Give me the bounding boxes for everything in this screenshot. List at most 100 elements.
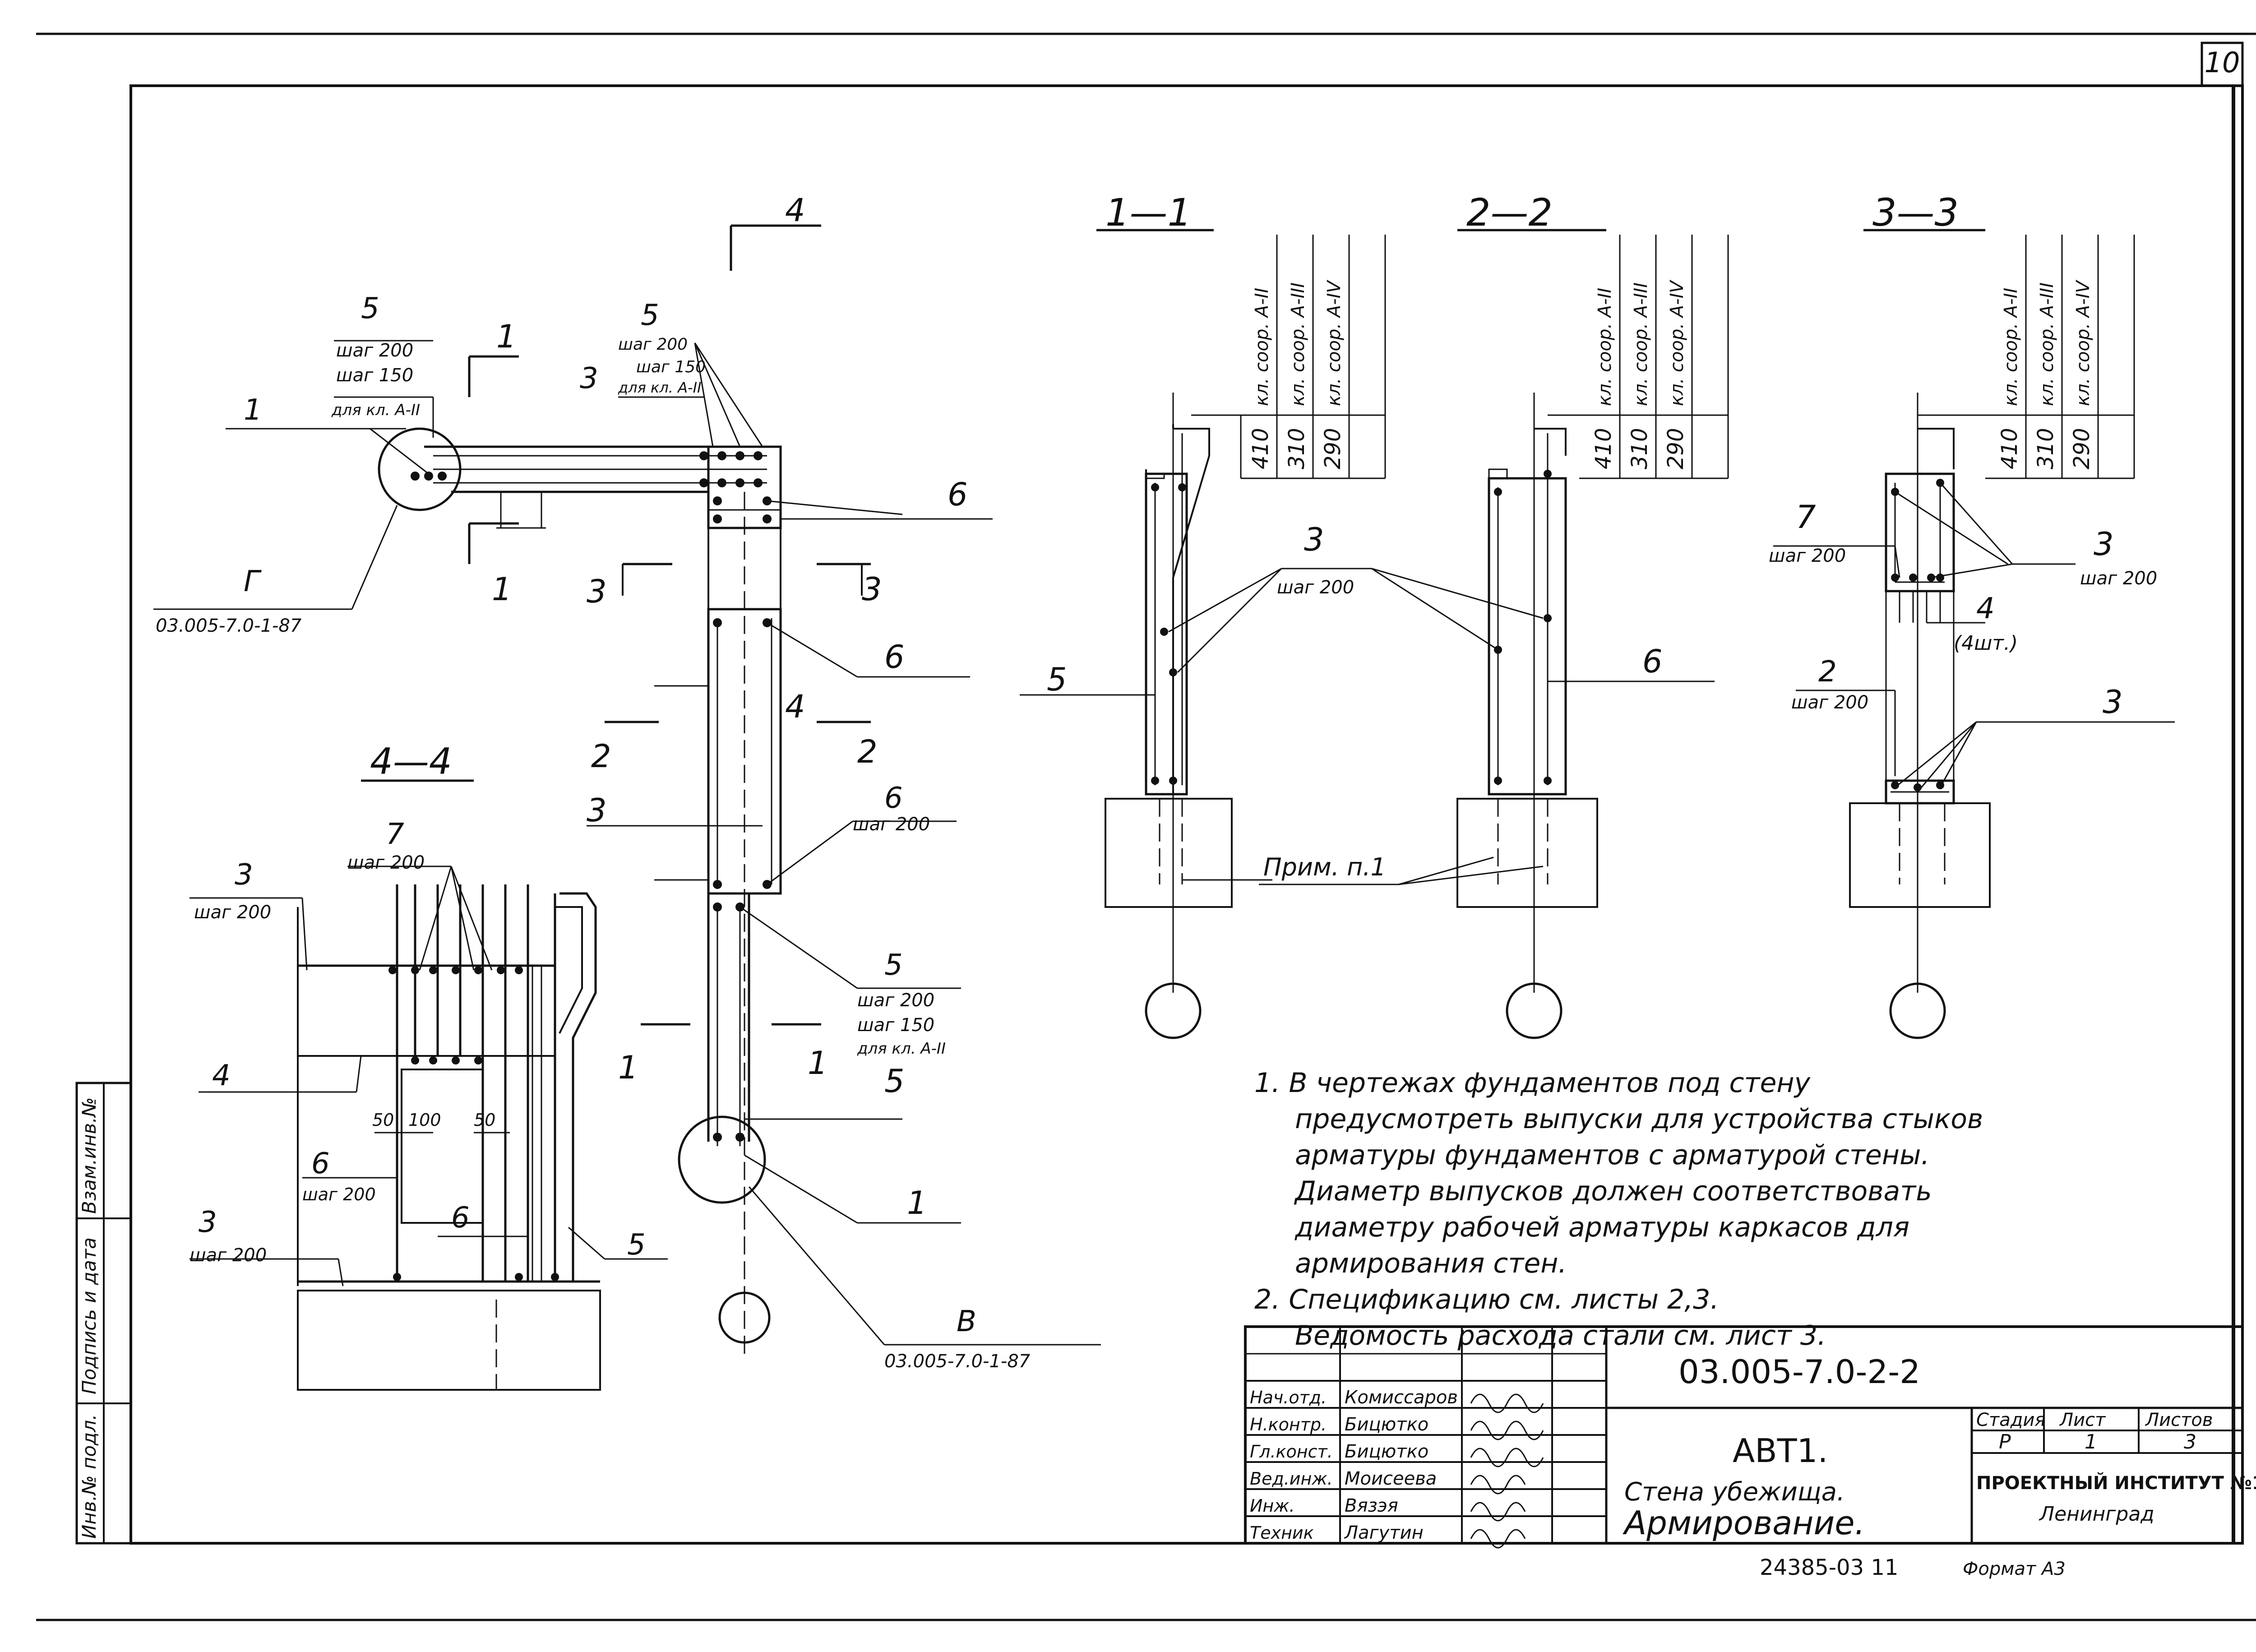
side-stamp: Инв.№ подл. Подпись и дата Взам.инв.№ — [75, 1082, 132, 1545]
s11-dim-290: 290 — [1320, 428, 1345, 469]
cut-2-right: 2 — [857, 733, 878, 770]
sheet-number-box — [2201, 42, 2244, 87]
s33-dim-290: 290 — [2069, 428, 2094, 469]
drawing-frame — [129, 84, 2244, 1545]
prim-leaders — [1259, 856, 1544, 885]
s11-label-3: 3 — [1304, 521, 1324, 558]
tb-sheets-h: Листов — [2145, 1410, 2213, 1430]
s33-col-a3: кл. соор. А-III — [2037, 282, 2057, 406]
note-line-3: арматуры фундаментов с арматурой стены. — [1295, 1139, 1929, 1171]
plan-label-3: 3 — [580, 362, 598, 395]
tb-role-3: Гл.конст. — [1250, 1442, 1333, 1462]
plan-step-150b: шаг 150 — [636, 358, 706, 376]
plan-label-5d: 5 — [884, 1063, 905, 1100]
header-table-2 — [1548, 235, 1729, 479]
plan-class-d: для кл. А-II — [857, 1040, 946, 1058]
s33-label-3b: 3 — [2103, 684, 2123, 721]
plan-step-200d: шаг 200 — [857, 990, 934, 1011]
s33-col-a4: кл. соор. А-IV — [2073, 279, 2094, 406]
tb-name-5: Вязэя — [1345, 1495, 1398, 1516]
s11-col-a2: кл. соор. А-II — [1252, 288, 1272, 406]
s33-label-7: 7 — [1796, 499, 1816, 536]
s11-dim-310: 310 — [1284, 428, 1309, 469]
s33-qty-4: (4шт.) — [1954, 632, 2018, 655]
s22-col-a4: кл. соор. А-IV — [1667, 279, 1687, 406]
cut-3-right: 3 — [862, 571, 882, 608]
s44-label-5: 5 — [627, 1228, 646, 1262]
s33-step-3a: шаг 200 — [2080, 568, 2157, 589]
tb-name-1: Комиссаров — [1345, 1387, 1458, 1408]
tb-sheet: 1 — [2085, 1430, 2097, 1453]
note-line-4: Диаметр выпусков должен соответствовать — [1294, 1175, 1932, 1207]
section-2-2-title: 2—2 — [1466, 190, 1553, 235]
s33-step-2: шаг 200 — [1791, 692, 1868, 713]
s11-step-3: шаг 200 — [1277, 577, 1354, 598]
s11-label-5: 5 — [1047, 661, 1067, 698]
section-1-1 — [1020, 229, 1272, 1039]
s44-step-3a: шаг 200 — [194, 902, 271, 923]
s44-label-4: 4 — [212, 1059, 231, 1092]
note-line-7: 2. Спецификацию см. листы 2,3. — [1254, 1284, 1719, 1315]
plan-label-5b: 5 — [641, 299, 659, 332]
plan-step-150d: шаг 150 — [857, 1015, 934, 1036]
plan-label-v: В — [957, 1305, 976, 1338]
plan-label-6a: 6 — [948, 476, 968, 513]
header-table-3 — [1918, 235, 2135, 479]
note-line-8: Ведомость расхода стали см. лист 3. — [1295, 1320, 1826, 1351]
plan-label-6c: 6 — [884, 782, 903, 815]
cut-4-mid: 4 — [785, 688, 805, 725]
plan-label-5c: 5 — [884, 949, 903, 982]
s33-label-3a: 3 — [2094, 526, 2114, 563]
plan-label-5a: 5 — [361, 292, 379, 325]
plan-ref-v: 03.005-7.0-1-87 — [884, 1351, 1031, 1372]
notes-block: 1. В чертежах фундаментов под стену пред… — [1254, 1067, 1983, 1351]
cut-2-left: 2 — [591, 738, 611, 775]
tb-inventory: 24385-03 11 — [1760, 1555, 1898, 1580]
tb-stage-h: Стадия — [1976, 1410, 2045, 1430]
plan-ref-g: 03.005-7.0-1-87 — [156, 615, 302, 636]
tb-name-4: Моисеева — [1345, 1468, 1437, 1489]
tb-subtitle-1: Стена убежища. — [1624, 1477, 1845, 1507]
stamp-inv: Инв.№ подл. — [78, 1414, 100, 1539]
cut-3-left: 3 — [587, 573, 607, 610]
tb-subtitle-2: Армирование. — [1623, 1504, 1865, 1542]
note-line-5: диаметру рабочей арматуры каркасов для — [1294, 1212, 1909, 1243]
stamp-sign: Подпись и дата — [78, 1237, 100, 1394]
plan-label-6b: 6 — [884, 639, 905, 676]
tb-code: 03.005-7.0-2-2 — [1678, 1353, 1920, 1391]
s33-label-4: 4 — [1976, 592, 1995, 625]
plan-step-200a: шаг 200 — [336, 340, 413, 361]
tb-org: ПРОЕКТНЫЙ ИНСТИТУТ №1 — [1976, 1472, 2256, 1494]
tb-role-2: Н.контр. — [1250, 1415, 1327, 1435]
note-line-6: армирования стен. — [1295, 1248, 1567, 1279]
tb-format: Формат А3 — [1963, 1559, 2066, 1579]
plan-class-b: для кл. А-II — [618, 379, 701, 396]
section-3-3 — [1773, 229, 2175, 1039]
title-block — [1244, 1325, 2244, 1549]
s22-dim-310: 310 — [1627, 428, 1652, 469]
s11-col-a3: кл. соор. А-III — [1288, 282, 1308, 406]
s22-col-a2: кл. соор. А-II — [1595, 288, 1615, 406]
s33-dim-410: 410 — [1997, 428, 2022, 469]
plan-label-g: Г — [244, 565, 262, 598]
s44-label-3b: 3 — [199, 1206, 217, 1239]
header-table-1 — [1191, 235, 1386, 479]
cut-1-low-right: 1 — [808, 1045, 828, 1082]
tb-title: АВТ1. — [1733, 1432, 1828, 1470]
s44-label-7: 7 — [386, 818, 404, 851]
cut-1-bottom: 1 — [492, 571, 512, 608]
cut-1-low-left: 1 — [618, 1049, 638, 1086]
tb-role-1: Нач.отд. — [1250, 1388, 1327, 1407]
tb-name-2: Бицютко — [1345, 1414, 1428, 1435]
s11-dim-410: 410 — [1248, 428, 1273, 469]
section-4-4 — [190, 779, 668, 1391]
tb-sheets: 3 — [2184, 1430, 2196, 1453]
plan-step-150a: шаг 150 — [336, 365, 413, 386]
s33-col-a2: кл. соор. А-II — [2001, 288, 2021, 406]
tb-role-6: Техник — [1250, 1523, 1314, 1543]
s22-dim-290: 290 — [1663, 428, 1688, 469]
tb-sheet-h: Лист — [2059, 1410, 2106, 1430]
note-line-2: предусмотреть выпуски для устройства сты… — [1295, 1103, 1983, 1135]
plan-label-3b: 3 — [587, 792, 607, 829]
s22-dim-410: 410 — [1591, 428, 1616, 469]
